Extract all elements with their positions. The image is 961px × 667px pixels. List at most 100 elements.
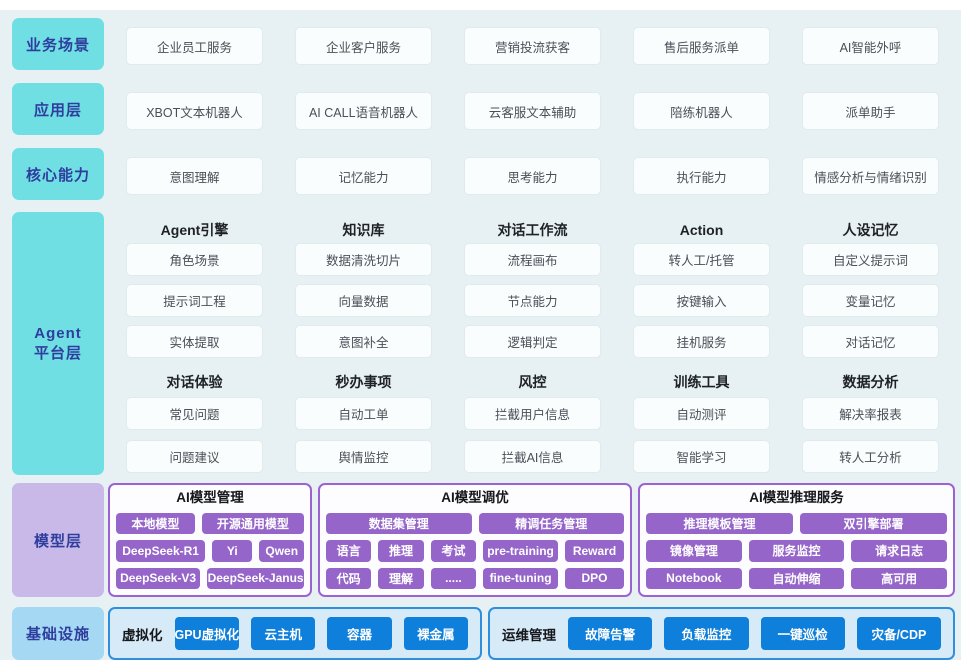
model-chip: 镜像管理 [646, 540, 742, 562]
infra-item: 故障告警 [568, 617, 653, 650]
agent-group-title: 数据分析 [842, 373, 899, 390]
layer-label-application: 应用层 [12, 83, 104, 135]
infra-group-title: 运维管理 [502, 627, 556, 643]
infra-item: 云主机 [251, 617, 316, 650]
infra-group-virtualization: 虚拟化 GPU虚拟化 云主机 容器 裸金属 [108, 607, 482, 660]
infra-group-ops-management: 运维管理 故障告警 负载监控 一键巡检 灾备/CDP [488, 607, 955, 660]
agent-group-title: 对话体验 [166, 373, 223, 390]
business-scenario-box: 营销投流获客 [464, 28, 601, 64]
infra-item: GPU虚拟化 [174, 617, 240, 650]
model-group-title: AI模型推理服务 [749, 490, 844, 505]
business-scenario-box: 企业员工服务 [126, 28, 263, 64]
agent-top-row-3: 实体提取 意图补全 逻辑判定 挂机服务 对话记忆 [110, 326, 955, 357]
agent-feature-box: 对话记忆 [802, 326, 939, 357]
infra-item: 灾备/CDP [856, 617, 941, 650]
model-chip: DeepSeek-Janus [207, 567, 304, 589]
model-chip: 请求日志 [851, 540, 948, 562]
agent-feature-box: 转人工分析 [802, 441, 939, 472]
model-chip: 数据集管理 [326, 513, 472, 535]
application-box: XBOT文本机器人 [126, 93, 263, 129]
model-group-title: AI模型调优 [441, 490, 509, 505]
agent-feature-box: 挂机服务 [633, 326, 770, 357]
application-layer-row: XBOT文本机器人 AI CALL语音机器人 云客服文本辅助 陪练机器人 派单助… [110, 93, 955, 129]
agent-feature-box: 自定义提示词 [802, 244, 939, 275]
model-chip: Qwen [259, 540, 304, 562]
infra-group-title: 虚拟化 [122, 627, 163, 643]
model-chip: ..... [430, 567, 477, 589]
business-scenario-box: 企业客户服务 [295, 28, 432, 64]
agent-bottom-row-1: 常见问题 自动工单 拦截用户信息 自动测评 解决率报表 [110, 398, 955, 429]
layer-label-infrastructure: 基础设施 [12, 607, 104, 660]
core-capabilities-row: 意图理解 记忆能力 思考能力 执行能力 情感分析与情绪识别 [110, 158, 955, 194]
agent-feature-box: 实体提取 [126, 326, 263, 357]
agent-feature-box: 问题建议 [126, 441, 263, 472]
model-chip: Notebook [646, 567, 742, 589]
capability-box: 情感分析与情绪识别 [802, 158, 939, 194]
agent-top-headers: Agent引擎 知识库 对话工作流 Action 人设记忆 [110, 220, 955, 239]
agent-feature-box: 数据清洗切片 [295, 244, 432, 275]
application-box: AI CALL语音机器人 [295, 93, 432, 129]
model-chip: Reward [565, 540, 624, 562]
layer-label-core-capabilities: 核心能力 [12, 148, 104, 200]
agent-group-title: Action [679, 221, 724, 238]
agent-top-row-2: 提示词工程 向量数据 节点能力 按键输入 变量记忆 [110, 285, 955, 316]
agent-group-title: 对话工作流 [497, 221, 568, 238]
agent-feature-box: 自动测评 [633, 398, 770, 429]
model-chip: 推理模板管理 [646, 513, 793, 535]
capability-box: 思考能力 [464, 158, 601, 194]
model-chip: DeepSeek-R1 [116, 540, 206, 562]
agent-group-title: 风控 [518, 373, 547, 390]
business-scenarios-row: 企业员工服务 企业客户服务 营销投流获客 售后服务派单 AI智能外呼 [110, 28, 955, 64]
model-chip: 服务监控 [748, 540, 845, 562]
layer-label-business-scenarios: 业务场景 [12, 18, 104, 70]
application-box: 派单助手 [802, 93, 939, 129]
infra-item: 容器 [327, 617, 392, 650]
model-chip: 自动伸缩 [748, 567, 845, 589]
model-chip: 代码 [326, 567, 372, 589]
architecture-diagram-canvas: 业务场景 应用层 核心能力 Agent 平台层 模型层 基础设施 企业员工服务 … [0, 10, 961, 660]
agent-feature-box: 舆情监控 [295, 441, 432, 472]
model-chip: 双引擎部署 [800, 513, 947, 535]
model-chip: DPO [565, 567, 624, 589]
agent-feature-box: 角色场景 [126, 244, 263, 275]
capability-box: 记忆能力 [295, 158, 432, 194]
agent-group-title: 秒办事项 [335, 373, 392, 390]
agent-group-title: 知识库 [342, 221, 385, 238]
model-group-inference: AI模型推理服务 推理模板管理 双引擎部署 镜像管理 服务监控 请求日志 Not… [638, 483, 955, 597]
agent-feature-box: 拦截AI信息 [464, 441, 601, 472]
model-group-management: AI模型管理 本地模型 开源通用模型 DeepSeek-R1 Yi Qwen D… [108, 483, 312, 597]
capability-box: 执行能力 [633, 158, 770, 194]
agent-group-title: Agent引擎 [160, 221, 229, 238]
model-chip: 推理 [378, 540, 424, 562]
agent-feature-box: 意图补全 [295, 326, 432, 357]
agent-bottom-row-2: 问题建议 舆情监控 拦截AI信息 智能学习 转人工分析 [110, 441, 955, 472]
agent-label-line1: Agent [34, 324, 82, 342]
infra-item: 负载监控 [664, 617, 749, 650]
agent-label-line2: 平台层 [33, 344, 82, 362]
agent-group-title: 人设记忆 [842, 221, 899, 238]
agent-feature-box: 向量数据 [295, 285, 432, 316]
layer-label-model: 模型层 [12, 483, 104, 597]
infra-item: 裸金属 [403, 617, 468, 650]
layer-label-agent-platform: Agent 平台层 [12, 212, 104, 475]
agent-feature-box: 逻辑判定 [464, 326, 601, 357]
model-chip: 高可用 [851, 567, 948, 589]
model-chip: 开源通用模型 [201, 513, 304, 535]
model-chip: fine-tuning [483, 567, 558, 589]
model-chip: 理解 [378, 567, 424, 589]
agent-feature-box: 常见问题 [126, 398, 263, 429]
business-scenario-box: 售后服务派单 [633, 28, 770, 64]
model-chip: 精调任务管理 [478, 513, 624, 535]
agent-feature-box: 节点能力 [464, 285, 601, 316]
model-group-tuning: AI模型调优 数据集管理 精调任务管理 语言 推理 考试 pre-trainin… [318, 483, 632, 597]
agent-feature-box: 智能学习 [633, 441, 770, 472]
model-chip: 本地模型 [116, 513, 195, 535]
agent-feature-box: 自动工单 [295, 398, 432, 429]
agent-group-title: 训练工具 [673, 373, 730, 390]
model-chip: Yi [212, 540, 253, 562]
infra-item: 一键巡检 [760, 617, 845, 650]
model-chip: pre-training [483, 540, 558, 562]
model-chip: 语言 [326, 540, 372, 562]
model-chip: DeepSeek-V3 [116, 567, 201, 589]
application-box: 陪练机器人 [633, 93, 770, 129]
